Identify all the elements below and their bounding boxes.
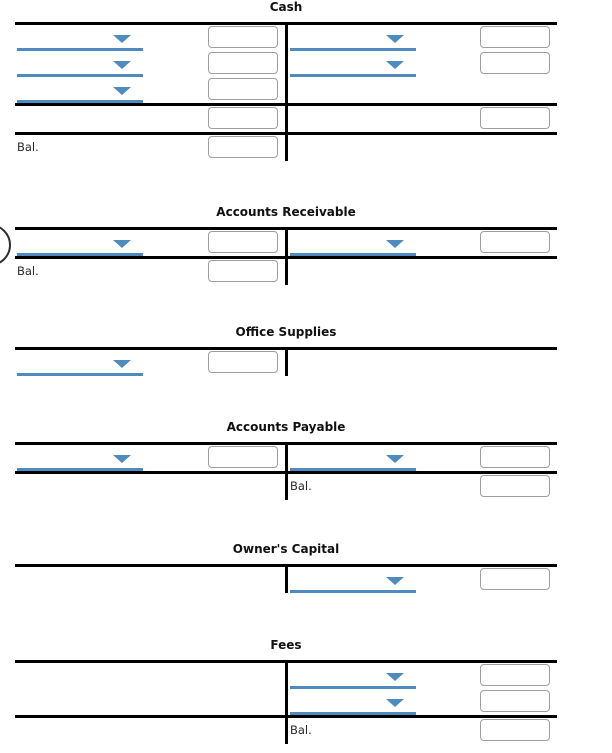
entry-select-dropdown[interactable] <box>290 665 416 689</box>
account-title: Owner's Capital <box>232 542 340 556</box>
dropdown-arrow-icon <box>386 577 404 585</box>
t-account-fees: Fees Bal. <box>0 638 612 744</box>
dropdown-arrow-icon <box>386 455 404 463</box>
entry-select-dropdown[interactable] <box>17 232 143 256</box>
amount-input[interactable] <box>480 231 550 253</box>
t-account-row <box>15 445 557 471</box>
amount-input[interactable] <box>208 26 278 48</box>
dropdown-arrow-icon <box>386 35 404 43</box>
t-account-office-supplies: Office Supplies <box>0 325 612 376</box>
amount-input[interactable] <box>208 351 278 373</box>
amount-input[interactable] <box>480 690 550 712</box>
entry-select-dropdown[interactable] <box>290 569 416 593</box>
total-amount-input[interactable] <box>480 107 550 129</box>
account-title: Accounts Receivable <box>216 205 356 219</box>
t-account-divider <box>285 567 288 593</box>
account-title: Cash <box>269 0 303 14</box>
t-account-table <box>15 347 557 376</box>
account-title: Accounts Payable <box>226 420 346 434</box>
amount-input[interactable] <box>480 568 550 590</box>
dropdown-arrow-icon <box>386 240 404 248</box>
dropdown-arrow-icon <box>113 360 131 368</box>
t-account-divider <box>285 230 288 285</box>
entry-select-dropdown[interactable] <box>17 352 143 376</box>
amount-input[interactable] <box>480 26 550 48</box>
total-amount-input[interactable] <box>208 107 278 129</box>
balance-label: Bal. <box>17 140 39 154</box>
balance-label: Bal. <box>290 723 312 737</box>
t-account-table: Bal. <box>15 442 557 500</box>
balance-amount-input[interactable] <box>208 136 278 158</box>
t-account-divider <box>285 25 288 161</box>
t-account-row <box>15 689 557 715</box>
account-title: Fees <box>270 638 302 652</box>
t-account-table: Bal. <box>15 227 557 285</box>
t-account-row <box>15 350 557 376</box>
entry-select-dropdown[interactable] <box>17 27 143 51</box>
dropdown-arrow-icon <box>113 87 131 95</box>
balance-label: Bal. <box>17 264 39 278</box>
entry-select-dropdown[interactable] <box>290 27 416 51</box>
entry-select-dropdown[interactable] <box>290 53 416 77</box>
t-account-row <box>15 25 557 51</box>
t-account-row <box>15 77 557 103</box>
entry-select-dropdown[interactable] <box>290 232 416 256</box>
balance-amount-input[interactable] <box>480 475 550 497</box>
dropdown-arrow-icon <box>386 673 404 681</box>
balance-label: Bal. <box>290 479 312 493</box>
amount-input[interactable] <box>480 52 550 74</box>
entry-select-dropdown[interactable] <box>17 447 143 471</box>
amount-input[interactable] <box>208 78 278 100</box>
t-account-row <box>15 567 557 593</box>
t-account-owners-capital: Owner's Capital <box>0 542 612 593</box>
balance-amount-input[interactable] <box>480 719 550 741</box>
t-account-divider <box>285 445 288 500</box>
amount-input[interactable] <box>208 231 278 253</box>
t-account-table: Bal. <box>15 660 557 744</box>
t-account-row <box>15 663 557 689</box>
t-account-cash: Cash <box>0 0 612 161</box>
t-account-accounts-payable: Accounts Payable Bal. <box>0 420 612 500</box>
t-account-row <box>15 230 557 256</box>
entry-select-dropdown[interactable] <box>17 79 143 103</box>
t-account-accounts-receivable: Accounts Receivable Bal. <box>0 205 612 285</box>
entry-select-dropdown[interactable] <box>290 447 416 471</box>
dropdown-arrow-icon <box>113 455 131 463</box>
dropdown-arrow-icon <box>386 61 404 69</box>
amount-input[interactable] <box>208 446 278 468</box>
amount-input[interactable] <box>480 664 550 686</box>
dropdown-arrow-icon <box>113 35 131 43</box>
amount-input[interactable] <box>208 52 278 74</box>
t-account-divider <box>285 350 288 376</box>
account-title: Office Supplies <box>235 325 337 339</box>
t-account-divider <box>285 663 288 744</box>
t-account-table: Bal. <box>15 22 557 161</box>
amount-input[interactable] <box>480 446 550 468</box>
entry-select-dropdown[interactable] <box>290 691 416 715</box>
balance-amount-input[interactable] <box>208 260 278 282</box>
dropdown-arrow-icon <box>113 240 131 248</box>
dropdown-arrow-icon <box>386 699 404 707</box>
t-account-row <box>15 51 557 77</box>
dropdown-arrow-icon <box>113 61 131 69</box>
entry-select-dropdown[interactable] <box>17 53 143 77</box>
t-account-table <box>15 564 557 593</box>
